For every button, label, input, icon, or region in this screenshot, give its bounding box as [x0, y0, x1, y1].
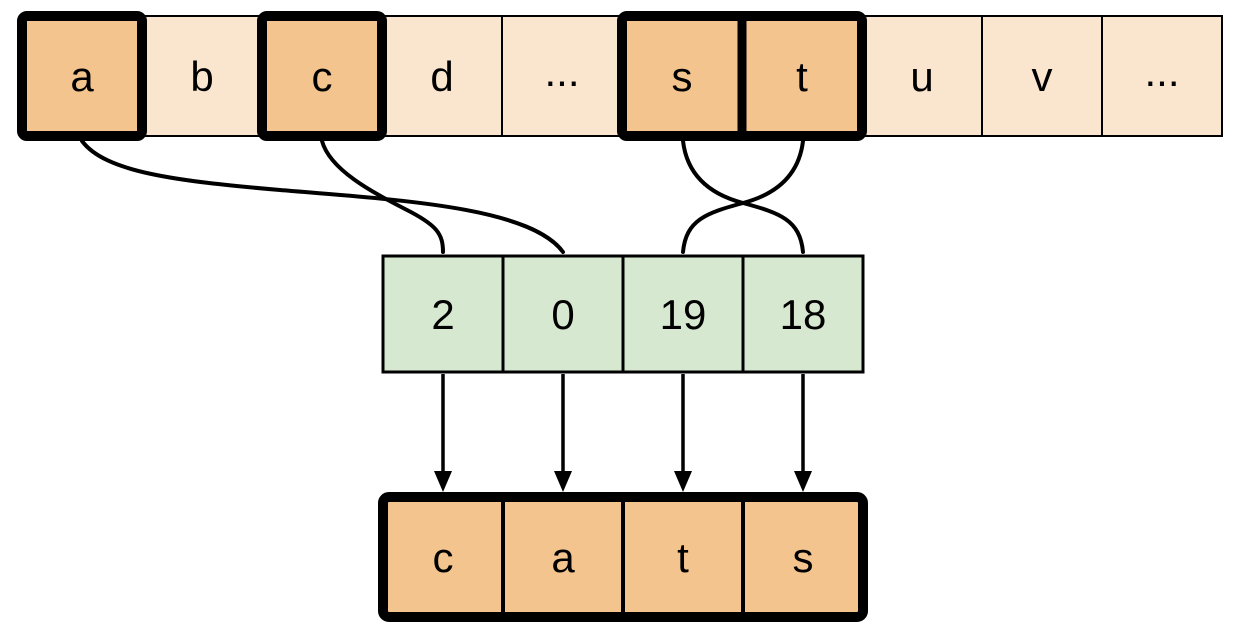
alphabet-cell-a-box [17, 11, 147, 141]
index-cell-3-box [621, 254, 745, 374]
alphabet-cell-t-label: t [796, 53, 808, 100]
connector-s-to-index [681, 139, 805, 254]
index-cell-4-value: 18 [780, 291, 827, 338]
alphabet-cell-c-label: c [312, 53, 333, 100]
connector-a-to-index [80, 139, 565, 254]
alphabet-cell-ellipsis-right: ... [1101, 15, 1223, 137]
alphabet-cell-d-label: d [430, 53, 453, 100]
alphabet-cell-ellipsis-left-label: ... [544, 48, 579, 95]
index-cell-4: 18 [741, 254, 865, 374]
alphabet-cell-s-label: s [672, 53, 693, 100]
alphabet-cell-c-box [257, 11, 387, 141]
output-row: c a t s [378, 492, 868, 622]
index-cell-3-value: 19 [660, 291, 707, 338]
alphabet-cell-b-box [141, 15, 263, 137]
output-cell-3-label: t [677, 534, 689, 581]
alphabet-cell-u: u [861, 15, 983, 137]
output-cell-4-label: s [793, 534, 814, 581]
connector-t-to-index [681, 139, 805, 254]
alphabet-cell-u-label: u [910, 53, 933, 100]
alphabet-cell-v-label: v [1032, 53, 1053, 100]
alphabet-row: b d ... u v ... [17, 11, 1223, 141]
arrow-4-head [794, 471, 812, 492]
alphabet-cell-ellipsis-right-box [1101, 15, 1223, 137]
index-cell-4-box [741, 254, 865, 374]
output-cell-1-label: c [433, 534, 454, 581]
alphabet-cell-ellipsis-right-label: ... [1144, 48, 1179, 95]
arrow-4 [794, 374, 812, 492]
index-to-output-arrows [434, 374, 812, 492]
alphabet-cell-d: d [381, 15, 503, 137]
index-cell-2-value: 0 [551, 291, 574, 338]
index-cell-1-box [381, 254, 505, 374]
arrow-2-head [554, 471, 572, 492]
alphabet-cells-s-t-highlighted: s t [617, 11, 867, 141]
alphabet-cell-b-label: b [190, 53, 213, 100]
alphabet-cell-c-highlighted: c [257, 11, 387, 141]
alphabet-cell-a-label: a [70, 53, 94, 100]
alphabet-cell-ellipsis-left: ... [501, 15, 623, 137]
index-cell-3: 19 [621, 254, 745, 374]
arrow-1 [434, 374, 452, 492]
connector-c-to-index [320, 139, 445, 254]
alphabet-cell-b: b [141, 15, 263, 137]
index-cell-2: 0 [501, 254, 625, 374]
index-row: 2 0 19 18 [381, 254, 865, 374]
output-cell-2-label: a [551, 534, 575, 581]
index-cell-1: 2 [381, 254, 505, 374]
alphabet-cell-v: v [981, 15, 1103, 137]
arrow-3 [674, 374, 692, 492]
index-cell-1-value: 2 [431, 291, 454, 338]
arrow-1-head [434, 471, 452, 492]
alphabet-cell-ellipsis-left-box [501, 15, 623, 137]
arrow-2 [554, 374, 572, 492]
alphabet-cell-a-highlighted: a [17, 11, 147, 141]
alphabet-cell-v-box [981, 15, 1103, 137]
alphabet-cell-d-box [381, 15, 503, 137]
arrow-3-head [674, 471, 692, 492]
letter-to-index-connectors [80, 139, 805, 254]
